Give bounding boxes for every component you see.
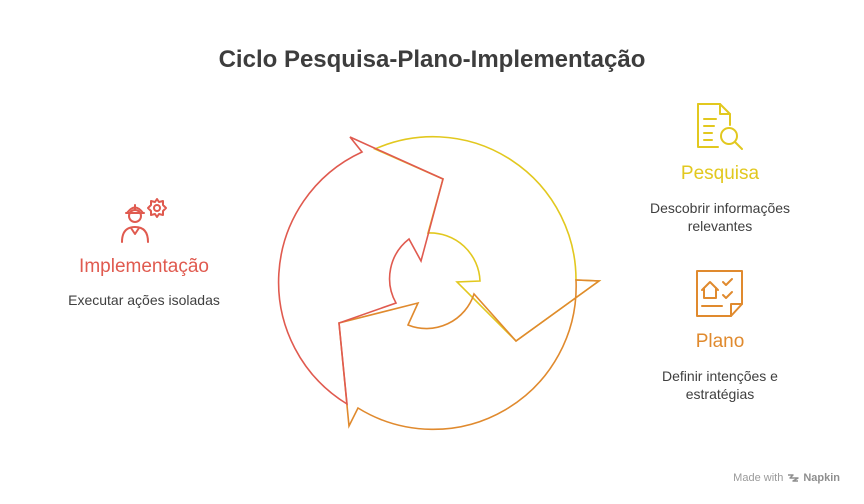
plano-description: Definir intenções e estratégias: [630, 367, 810, 403]
napkin-brand: Napkin: [803, 472, 840, 484]
pesquisa-description-line-1: Descobrir informações: [649, 200, 791, 216]
plano-description-line-1: Definir intenções e: [662, 368, 778, 384]
implementacao-description-line-1: Executar ações isoladas: [68, 292, 220, 308]
implementacao-arc: [277, 136, 444, 406]
implementacao-description: Executar ações isoladas: [44, 291, 244, 309]
worker-gear-icon: [121, 198, 167, 243]
checklist-house-icon: [696, 270, 743, 317]
pesquisa-heading: Pesquisa: [680, 163, 760, 184]
plano-heading: Plano: [695, 331, 745, 352]
pesquisa-description-line-2: relevantes: [687, 218, 753, 234]
document-search-icon: [697, 103, 743, 150]
pesquisa-description: Descobrir informações relevantes: [630, 199, 810, 235]
plano-description-line-2: estratégias: [685, 386, 755, 402]
pesquisa-arc: [373, 135, 602, 343]
implementacao-heading: Implementação: [79, 256, 209, 277]
made-with-label: Made with: [733, 472, 784, 484]
diagram-title: Ciclo Pesquisa-Plano-Implementação: [218, 46, 646, 73]
napkin-logo-icon: [788, 474, 800, 482]
plano-arc: [338, 279, 602, 431]
made-with-napkin-footer: Made with Napkin: [733, 472, 840, 484]
